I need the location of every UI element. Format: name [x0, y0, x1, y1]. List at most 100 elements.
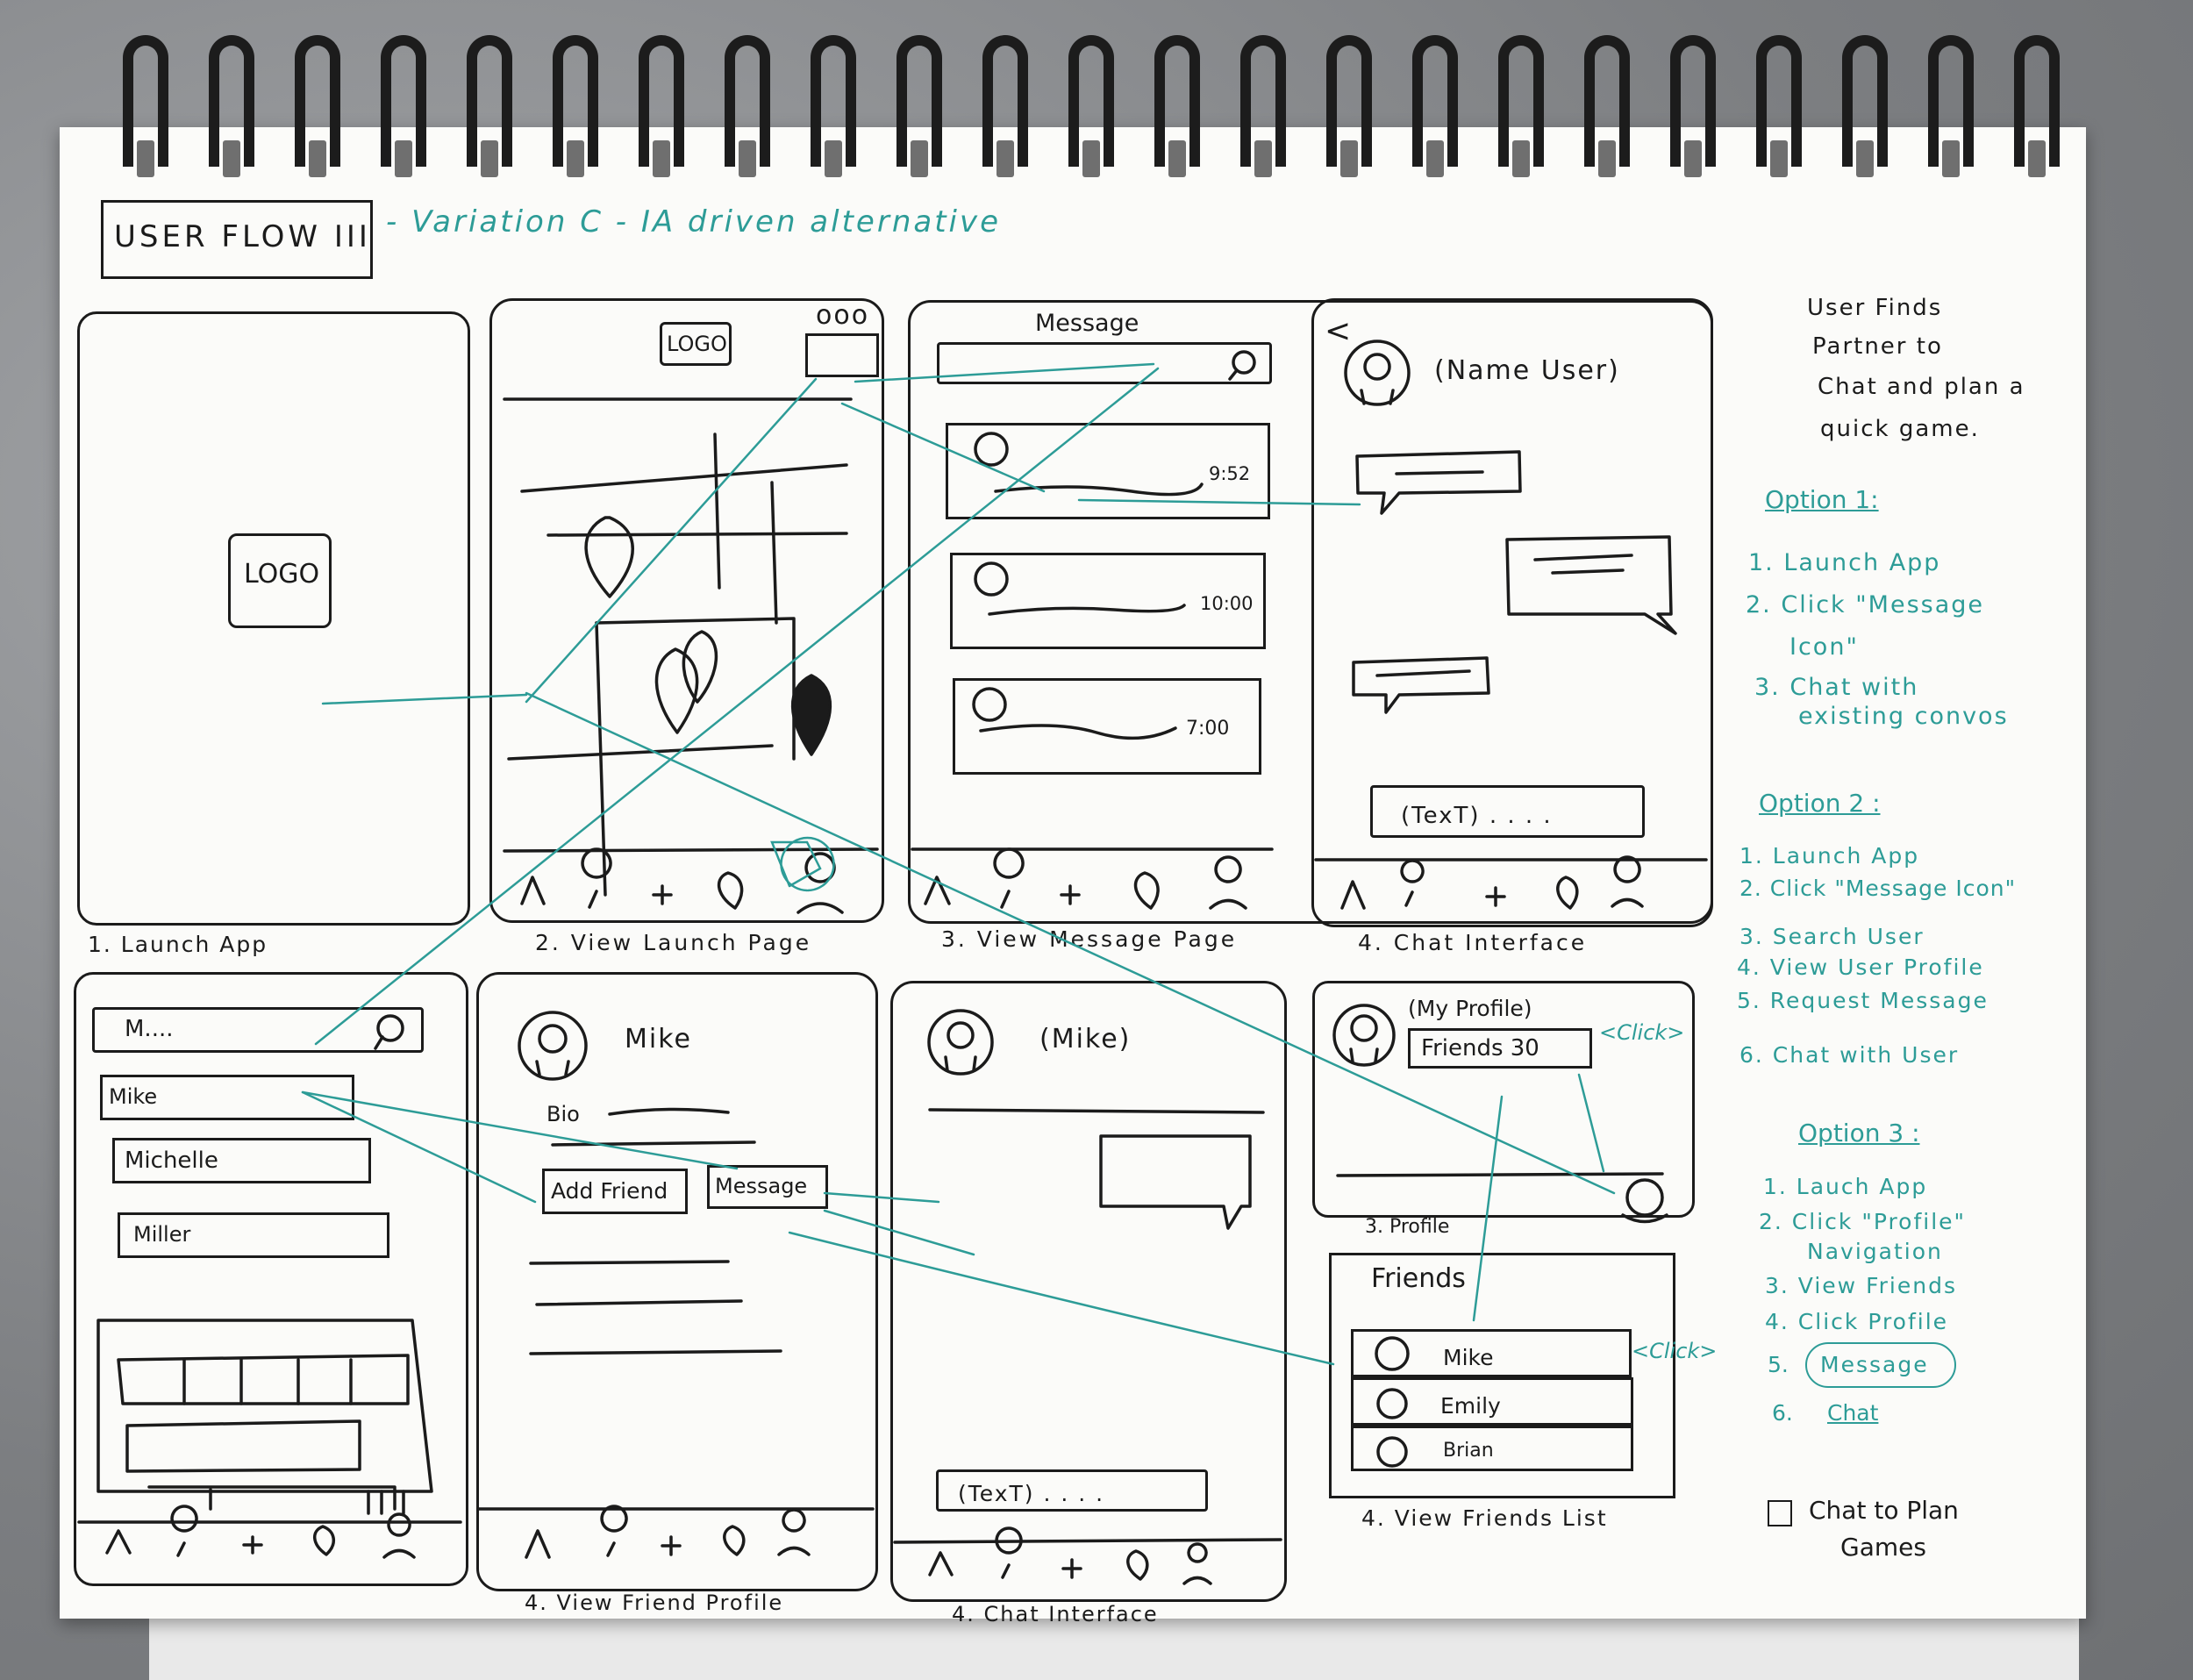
profile-circle-highlight — [770, 840, 822, 888]
goal-line-1: User Finds — [1807, 295, 1943, 321]
search-result-mike-label: Mike — [109, 1084, 158, 1109]
chat-mike-text-input[interactable] — [936, 1469, 1208, 1512]
caption-chat-interface-2: 4. Chat Interface — [952, 1602, 1159, 1626]
add-friend-button-label: Add Friend — [551, 1178, 668, 1204]
option3-step-5-num: 5. — [1768, 1352, 1789, 1377]
screen-chat-mike — [890, 981, 1287, 1602]
nav-icons — [105, 847, 1644, 1585]
binding-hole — [996, 140, 1014, 177]
option3-step-6-label: Chat — [1827, 1400, 1879, 1426]
spiral-ring — [1240, 35, 1286, 167]
option1-step-1: 1. Launch App — [1748, 549, 1941, 576]
title-box — [101, 200, 373, 279]
my-profile-title: (My Profile) — [1408, 996, 1532, 1021]
option3-step-6-num: 6. — [1772, 1400, 1793, 1426]
friend-row-mike[interactable] — [1351, 1329, 1632, 1377]
option2-step-4: 4. View User Profile — [1737, 954, 1984, 980]
binding-hole — [395, 140, 412, 177]
screen-search-users — [74, 972, 468, 1586]
arrow-message-to-chat — [823, 1191, 940, 1204]
arrow-mike-to-message — [301, 1090, 739, 1170]
add-friend-button[interactable] — [542, 1169, 688, 1214]
screen-friends-list — [1329, 1253, 1675, 1498]
friend-row-brian[interactable] — [1351, 1426, 1633, 1471]
spiral-ring — [381, 35, 426, 167]
spiral-ring — [467, 35, 512, 167]
message-search-bar[interactable] — [937, 342, 1272, 384]
arrow-launch-to-page — [321, 693, 528, 705]
message-page-header: Message — [1035, 310, 1139, 337]
launch-logo-text: LOGO — [244, 559, 320, 590]
spiral-ring — [1412, 35, 1458, 167]
binding-hole — [481, 140, 498, 177]
chat-text-input[interactable] — [1370, 785, 1645, 838]
screen-launch-app — [77, 311, 470, 926]
map-pin-icon — [682, 630, 718, 704]
menu-dots-icon[interactable]: ooo — [816, 300, 870, 331]
friends-count-button[interactable] — [1408, 1028, 1592, 1069]
search-result-miller[interactable] — [118, 1212, 389, 1258]
binding-hole — [1340, 140, 1358, 177]
search-result-mike[interactable] — [100, 1075, 354, 1120]
search-result-miller-label: Miller — [133, 1222, 191, 1247]
binding-hole — [1942, 140, 1960, 177]
message-icon[interactable] — [805, 333, 879, 377]
option2-step-3: 3. Search User — [1739, 924, 1925, 949]
spiral-ring — [1154, 35, 1200, 167]
option2-step-6: 6. Chat with User — [1739, 1042, 1960, 1068]
search-result-michelle[interactable] — [112, 1138, 371, 1183]
friend-profile-name: Mike — [625, 1024, 692, 1054]
launch-page-logo — [660, 322, 732, 366]
message-button[interactable] — [707, 1165, 828, 1209]
option1-step-3b: existing convos — [1798, 703, 2009, 730]
option3-step-1: 1. Lauch App — [1763, 1174, 1928, 1199]
sketchbook-page — [60, 127, 2086, 1619]
checkbox-icon — [1768, 1500, 1792, 1526]
conversation-3[interactable] — [953, 678, 1261, 775]
chat-user-name: (Name User) — [1434, 355, 1620, 386]
binding-hole — [2028, 140, 2046, 177]
my-profile-sketch — [1332, 1004, 1668, 1224]
spiral-ring — [2014, 35, 2060, 167]
option3-step-4: 4. Click Profile — [1765, 1309, 1949, 1334]
option2-step-2: 2. Click "Message Icon" — [1739, 876, 2017, 901]
spiral-ring — [639, 35, 684, 167]
caption-launch-app: 1. Launch App — [88, 932, 268, 957]
map-pin-icon — [584, 516, 634, 598]
user-search-bar[interactable] — [92, 1007, 424, 1053]
binding-hole — [1426, 140, 1444, 177]
option1-step-2b: Icon" — [1789, 633, 1859, 661]
conversation-2[interactable] — [950, 553, 1266, 649]
option3-step-3: 3. View Friends — [1765, 1273, 1957, 1298]
arrow-page-to-message-icon — [525, 377, 818, 704]
spiral-ring — [1928, 35, 1974, 167]
spiral-ring — [123, 35, 168, 167]
caption-view-friends-list: 4. View Friends List — [1361, 1505, 1608, 1531]
option1-step-3: 3. Chat with — [1754, 674, 1919, 701]
arrow-icon-to-conversation — [840, 402, 1046, 493]
option3-step-2: 2. Click "Profile" — [1759, 1209, 1967, 1234]
friend-row-emily[interactable] — [1351, 1377, 1633, 1426]
conversation-3-time: 7:00 — [1186, 718, 1230, 740]
arrow-friends-to-list — [1472, 1095, 1504, 1322]
caption-view-message-page: 3. View Message Page — [941, 926, 1238, 952]
arrow-conversation-to-chat — [1077, 498, 1361, 506]
option3-step-2b: Navigation — [1807, 1239, 1943, 1264]
conversation-1[interactable] — [946, 423, 1270, 519]
friend-row-avatars — [1375, 1336, 1410, 1468]
binding-hole — [739, 140, 756, 177]
option1-step-2: 2. Click "Message — [1746, 591, 1985, 618]
arrow-page-to-profile — [525, 691, 1616, 1195]
arrow-icon-to-search — [854, 362, 1155, 383]
map-pin-filled-icon — [790, 674, 832, 756]
friend-profile-sketch — [518, 1011, 782, 1355]
back-icon[interactable]: < — [1325, 313, 1352, 349]
chat-text-input-placeholder: (TexT) . . . . — [1401, 803, 1553, 829]
profile-nav-icon — [1625, 1178, 1664, 1217]
spiral-ring — [1498, 35, 1544, 167]
caption-chat-interface: 4. Chat Interface — [1358, 930, 1588, 955]
arrow-mike-to-add-friend — [301, 1090, 537, 1204]
spiral-ring — [811, 35, 856, 167]
spiral-ring — [1326, 35, 1372, 167]
